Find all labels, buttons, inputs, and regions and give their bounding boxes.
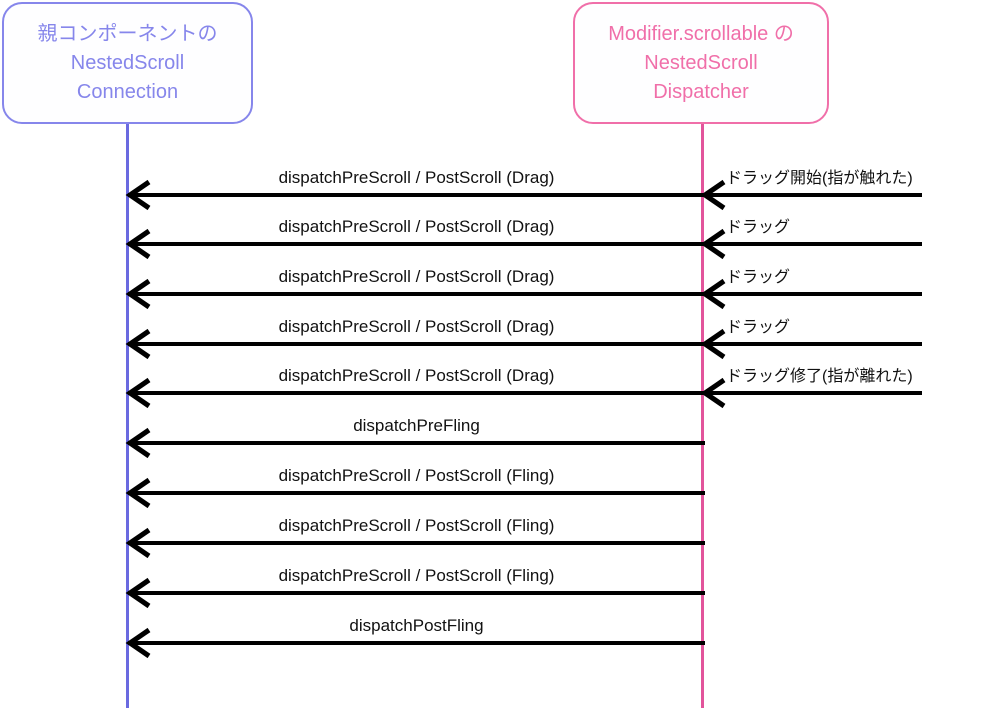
arrow-line xyxy=(128,342,705,346)
arrow-line xyxy=(703,292,922,296)
arrow-line xyxy=(128,641,705,645)
arrowhead-left-icon xyxy=(125,427,151,459)
arrowhead-left-icon xyxy=(125,179,151,211)
arrow-line xyxy=(128,242,705,246)
actor-dispatcher-line: Modifier.scrollable の xyxy=(608,22,794,45)
message-label: dispatchPreScroll / PostScroll (Drag) xyxy=(278,217,555,236)
event-label: ドラッグ xyxy=(726,269,791,286)
arrowhead-left-icon xyxy=(125,228,151,260)
arrow-line xyxy=(128,292,705,296)
event-label: ドラッグ xyxy=(726,319,791,336)
actor-nestedscroll-dispatcher: Modifier.scrollable の NestedScroll Dispa… xyxy=(573,2,829,124)
arrow-line xyxy=(128,591,705,595)
arrowhead-left-icon xyxy=(700,278,726,310)
arrowhead-left-icon xyxy=(700,228,726,260)
arrowhead-left-icon xyxy=(125,477,151,509)
event-label: ドラッグ xyxy=(726,219,791,236)
arrowhead-left-icon xyxy=(125,278,151,310)
arrow-line xyxy=(703,193,922,197)
arrow-line xyxy=(128,193,705,197)
arrowhead-left-icon xyxy=(125,377,151,409)
event-label: ドラッグ開始(指が触れた) xyxy=(726,170,913,187)
lifeline-dispatcher xyxy=(701,124,704,708)
actor-parent-connection: 親コンポーネントの NestedScroll Connection xyxy=(2,2,253,124)
actor-parent-line: 親コンポーネントの xyxy=(37,22,218,45)
message-label: dispatchPreScroll / PostScroll (Fling) xyxy=(278,566,555,585)
arrowhead-left-icon xyxy=(700,179,726,211)
arrow-line xyxy=(128,391,705,395)
arrow-line xyxy=(703,391,922,395)
actor-parent-line: NestedScroll xyxy=(70,51,185,74)
arrow-line xyxy=(128,541,705,545)
event-label: ドラッグ修了(指が離れた) xyxy=(726,368,913,385)
actor-parent-line: Connection xyxy=(76,80,179,103)
arrowhead-left-icon xyxy=(700,328,726,360)
message-label: dispatchPreScroll / PostScroll (Fling) xyxy=(278,466,555,485)
message-label: dispatchPreFling xyxy=(353,416,480,435)
actor-dispatcher-line: NestedScroll xyxy=(644,51,758,74)
arrowhead-left-icon xyxy=(125,527,151,559)
message-label: dispatchPreScroll / PostScroll (Fling) xyxy=(278,516,555,535)
arrowhead-left-icon xyxy=(700,377,726,409)
arrowhead-left-icon xyxy=(125,577,151,609)
arrow-line xyxy=(703,342,922,346)
message-label: dispatchPostFling xyxy=(349,616,484,635)
arrow-line xyxy=(703,242,922,246)
message-label: dispatchPreScroll / PostScroll (Drag) xyxy=(278,267,555,286)
arrowhead-left-icon xyxy=(125,627,151,659)
actor-dispatcher-line: Dispatcher xyxy=(653,80,749,103)
message-label: dispatchPreScroll / PostScroll (Drag) xyxy=(278,168,555,187)
message-label: dispatchPreScroll / PostScroll (Drag) xyxy=(278,317,555,336)
message-label: dispatchPreScroll / PostScroll (Drag) xyxy=(278,366,555,385)
arrowhead-left-icon xyxy=(125,328,151,360)
arrow-line xyxy=(128,491,705,495)
arrow-line xyxy=(128,441,705,445)
lifeline-parent xyxy=(126,124,129,708)
